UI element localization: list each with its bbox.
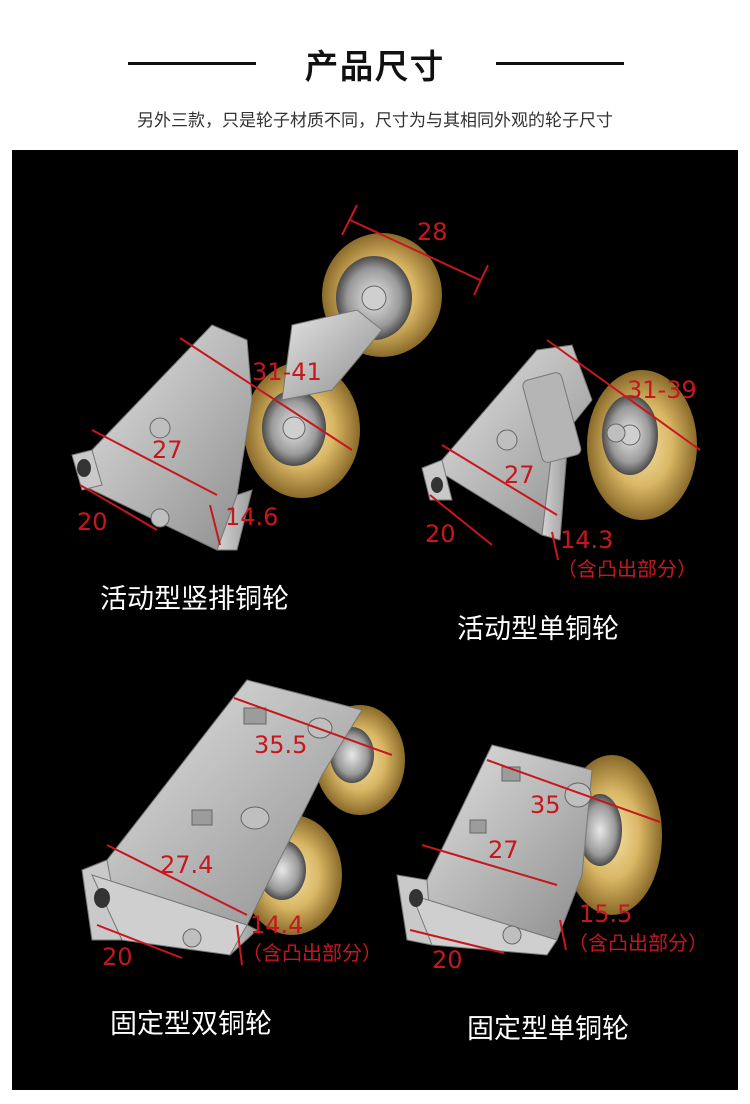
product-label: 活动型单铜轮 [457,614,619,645]
product-label: 活动型竖排铜轮 [100,584,289,615]
product-3-illustration: 35.5 27.4 20 14.4 （含凸出部分） 固定型双铜轮 [81,679,405,1040]
dim-height: 15.5 [579,900,632,928]
dim-span: 31-41 [252,358,322,386]
dim-note: （含凸出部分） [568,931,708,955]
screw-icon [149,417,171,439]
screw-icon [150,508,170,528]
dim-depth: 20 [77,508,108,536]
page-subtitle: 另外三款，只是轮子材质不同，尺寸为与其相同外观的轮子尺寸 [137,111,613,131]
screw-icon [496,429,518,451]
dim-height: 14.4 [250,911,303,939]
product-1-illustration: 28 31-41 27 20 14.6 活动型竖排铜轮 [71,204,489,615]
dim-depth: 20 [425,520,456,548]
product-label: 固定型双铜轮 [110,1009,272,1040]
page-title: 产品尺寸 [305,47,445,86]
dimension-lines [79,204,489,546]
wheel-icon [244,362,360,498]
wheel-icon [587,370,697,520]
dim-depth: 20 [102,943,133,971]
product-panel: 28 31-41 27 20 14.6 活动型竖排铜轮 31-39 27 20 … [12,150,738,1090]
dimension-lines [429,339,701,561]
dim-length: 35.5 [254,731,307,759]
screw-icon [502,925,522,945]
dim-wheel: 28 [417,218,448,246]
dimension-lines [409,759,661,954]
title-rule-right [496,62,624,65]
dim-height: 14.3 [560,526,613,554]
dim-width: 27 [152,436,183,464]
dim-note: （含凸出部分） [242,941,382,965]
screw-icon [606,423,626,443]
product-label: 固定型单铜轮 [467,1014,629,1045]
product-drawing: 28 31-41 27 20 14.6 活动型竖排铜轮 31-39 27 20 … [71,204,708,1045]
screw-icon [182,928,202,948]
dim-length: 35 [530,791,561,819]
dim-span: 31-39 [627,376,697,404]
header: 产品尺寸 另外三款，只是轮子材质不同，尺寸为与其相同外观的轮子尺寸 [0,0,750,150]
dim-note: （含凸出部分） [557,557,697,581]
dim-width: 27.4 [160,851,213,879]
title-rule-left [128,62,256,65]
product-2-illustration: 31-39 27 20 14.3 （含凸出部分） 活动型单铜轮 [421,339,701,645]
dim-width: 27 [488,836,519,864]
product-4-illustration: 35 27 20 15.5 （含凸出部分） 固定型单铜轮 [396,744,708,1045]
dim-depth: 20 [432,946,463,974]
dimension-lines [96,697,393,966]
dim-height: 14.6 [225,503,278,531]
dim-width: 27 [504,461,535,489]
